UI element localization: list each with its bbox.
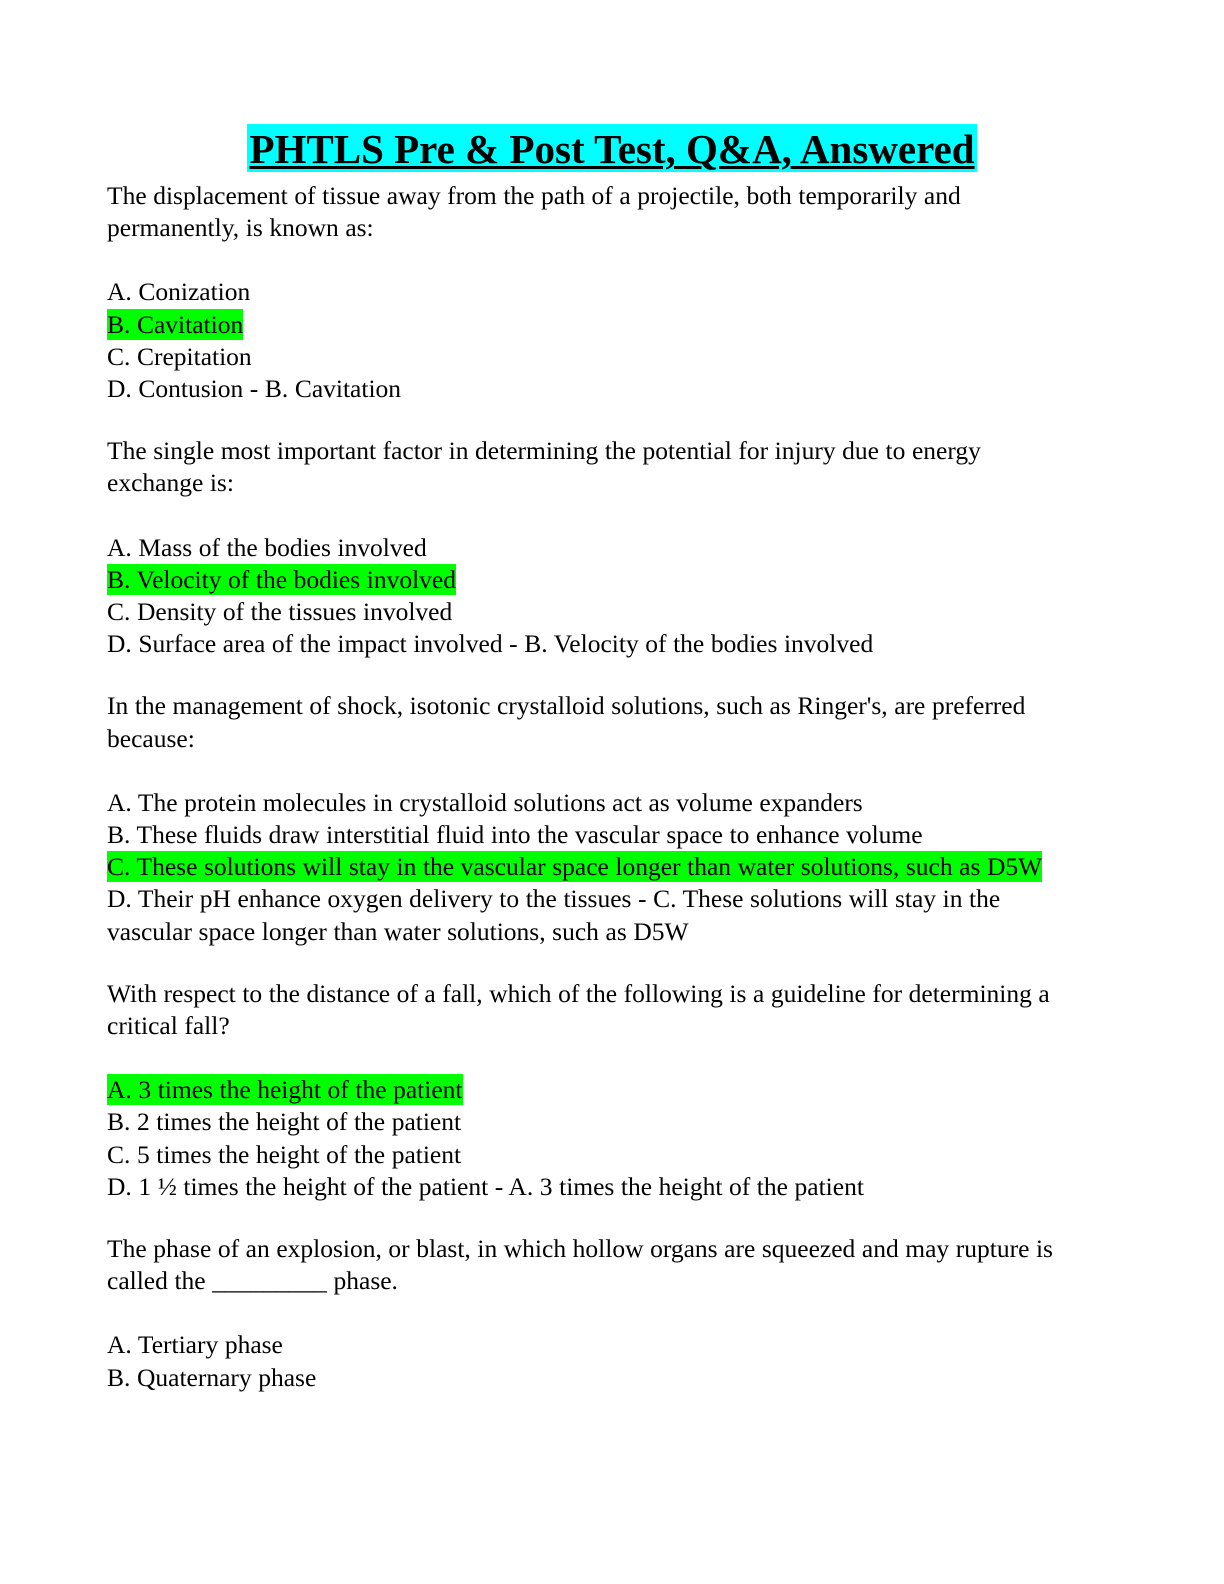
answer-option[interactable]: D. Surface area of the impact involved -…: [107, 628, 1062, 660]
answer-option[interactable]: B. Quaternary phase: [107, 1362, 1062, 1394]
answer-option-text: D. Surface area of the impact involved -…: [107, 629, 874, 659]
question-block: The displacement of tissue away from the…: [107, 180, 1062, 405]
question-prompt: The displacement of tissue away from the…: [107, 181, 961, 243]
answer-option-text: D. 1 ½ times the height of the patient -…: [107, 1171, 864, 1201]
question-prompt: The single most important factor in dete…: [107, 436, 981, 498]
answer-option[interactable]: C. Density of the tissues involved: [107, 596, 1062, 628]
question-block: With respect to the distance of a fall, …: [107, 978, 1062, 1203]
question-block: In the management of shock, isotonic cry…: [107, 690, 1062, 947]
answer-option-text: B. These fluids draw interstitial fluid …: [107, 820, 923, 850]
answer-option[interactable]: C. 5 times the height of the patient: [107, 1139, 1062, 1171]
page-title-text: PHTLS Pre & Post Test, Q&A, Answered: [247, 124, 977, 173]
answer-option[interactable]: D. Their pH enhance oxygen delivery to t…: [107, 883, 1062, 947]
answer-option-list: A. The protein molecules in crystalloid …: [107, 787, 1062, 948]
answer-option-highlighted[interactable]: C. These solutions will stay in the vasc…: [107, 851, 1062, 883]
answer-option[interactable]: A. Tertiary phase: [107, 1329, 1062, 1361]
answer-option-text: A. Tertiary phase: [107, 1330, 283, 1360]
answer-option-text: B. 2 times the height of the patient: [107, 1107, 462, 1137]
answer-option-text: B. Velocity of the bodies involved: [107, 563, 456, 595]
answer-option[interactable]: B. These fluids draw interstitial fluid …: [107, 819, 1062, 851]
answer-option-text: D. Contusion - B. Cavitation: [107, 374, 402, 404]
answer-option-text: B. Quaternary phase: [107, 1362, 317, 1392]
question-block: The phase of an explosion, or blast, in …: [107, 1233, 1062, 1394]
answer-option[interactable]: A. Mass of the bodies involved: [107, 532, 1062, 564]
answer-option-text: C. 5 times the height of the patient: [107, 1139, 462, 1169]
answer-option-text: A. The protein molecules in crystalloid …: [107, 787, 863, 817]
answer-option[interactable]: D. Contusion - B. Cavitation: [107, 373, 1062, 405]
answer-option-text: B. Cavitation: [107, 308, 244, 340]
answer-option-highlighted[interactable]: B. Cavitation: [107, 308, 1062, 341]
answer-option-text: D. Their pH enhance oxygen delivery to t…: [107, 884, 1001, 946]
answer-option-text: A. 3 times the height of the patient: [107, 1074, 463, 1106]
answer-option-text: A. Mass of the bodies involved: [107, 532, 427, 562]
answer-option[interactable]: A. Conization: [107, 276, 1062, 308]
answer-option[interactable]: D. 1 ½ times the height of the patient -…: [107, 1171, 1062, 1203]
question-block: The single most important factor in dete…: [107, 435, 1062, 660]
answer-option-text: C. Crepitation: [107, 341, 252, 371]
question-list: The displacement of tissue away from the…: [107, 180, 1062, 1424]
answer-option[interactable]: C. Crepitation: [107, 341, 1062, 373]
answer-option-highlighted[interactable]: A. 3 times the height of the patient: [107, 1074, 1062, 1106]
answer-option[interactable]: A. The protein molecules in crystalloid …: [107, 787, 1062, 819]
answer-option[interactable]: B. 2 times the height of the patient: [107, 1106, 1062, 1138]
answer-option-highlighted[interactable]: B. Velocity of the bodies involved: [107, 563, 1062, 596]
page-title: PHTLS Pre & Post Test, Q&A, Answered: [0, 123, 1224, 175]
question-prompt: With respect to the distance of a fall, …: [107, 978, 1050, 1041]
answer-option-text: C. These solutions will stay in the vasc…: [107, 851, 1043, 883]
question-prompt: The phase of an explosion, or blast, in …: [107, 1234, 1053, 1296]
question-prompt: In the management of shock, isotonic cry…: [107, 691, 1026, 753]
answer-option-text: A. Conization: [107, 277, 251, 307]
answer-option-text: C. Density of the tissues involved: [107, 597, 453, 627]
